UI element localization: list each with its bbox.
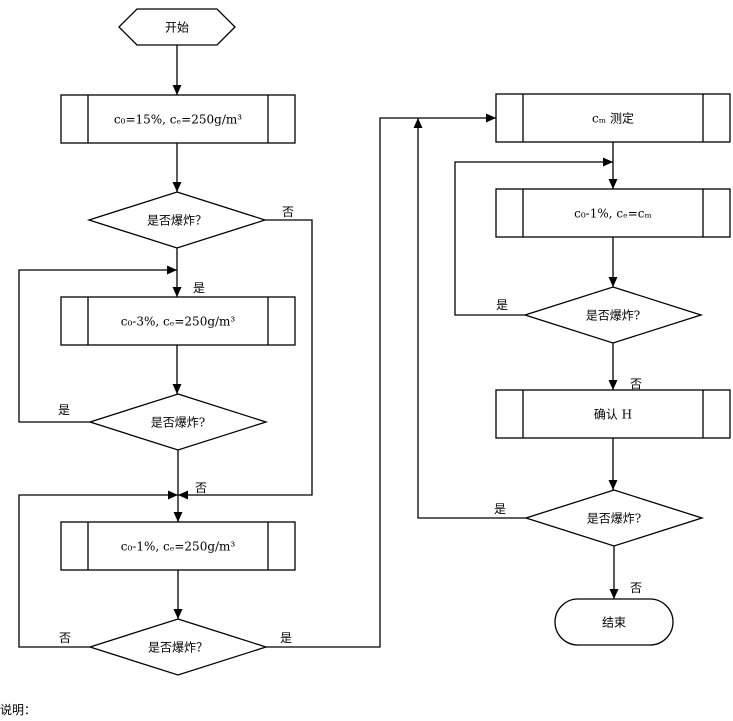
node-label: c₀-3%, cₑ=250g/m³ (121, 315, 236, 329)
node-p5: c₀-1%, cₑ=cₘ (495, 188, 731, 238)
node-d2: 是否爆炸? (87, 393, 269, 451)
terminal-shape (554, 598, 674, 646)
edge-d2-yes-loop (18, 269, 177, 423)
node-label: c₀=15%, cₑ=250g/m³ (114, 113, 242, 127)
decision-diamond (523, 489, 705, 547)
node-p2: c₀-3%, cₑ=250g/m³ (60, 296, 296, 346)
decision-diamond (522, 286, 704, 344)
node-end: 结束 (554, 598, 674, 646)
node-d3: 是否爆炸？ (87, 618, 269, 676)
node-label: 开始 (165, 21, 189, 35)
note-label: 说明： (0, 703, 37, 717)
decision-diamond (87, 393, 269, 451)
edge-p2-d2-arrowhead (172, 384, 182, 394)
edge-d1-no-arrowhead (178, 490, 188, 500)
process-box (60, 296, 296, 346)
node-p3: c₀-1%, cₑ=250g/m³ (60, 521, 296, 571)
node-label: 是否爆炸? (151, 416, 205, 430)
edge-label-d3-yes: 是 (280, 631, 292, 645)
edge-label-d4-no: 否 (630, 377, 642, 391)
node-label: 结束 (602, 616, 626, 630)
edge-p1-d1-arrowhead (172, 182, 182, 192)
node-d5: 是否爆炸? (523, 489, 705, 547)
node-p1: c₀=15%, cₑ=250g/m³ (60, 94, 296, 144)
node-label: 是否爆炸？ (148, 641, 208, 655)
edge-d5-end-arrowhead (609, 589, 619, 599)
edge-d3-yes-arrowhead (486, 113, 496, 123)
edge-d3-no-loop-arrowhead (168, 490, 178, 500)
node-start: 开始 (118, 8, 236, 46)
node-d1: 是否爆炸？ (86, 191, 268, 249)
edge-start-p1-arrowhead (172, 85, 182, 95)
node-label: 确认 H (594, 408, 632, 422)
edge-label-d2-no: 否 (195, 481, 207, 495)
node-p6: 确认 H (495, 389, 731, 439)
node-label: 是否爆炸? (586, 309, 640, 323)
edge-d2-yes-loop-arrowhead (167, 265, 177, 275)
edge-label-d5-yes: 是 (494, 502, 506, 516)
edge-d1-p2-arrowhead (172, 287, 182, 297)
node-d4: 是否爆炸? (522, 286, 704, 344)
edge-p5-d4-arrowhead (608, 277, 618, 287)
edge-label-d2-yes: 是 (58, 403, 70, 417)
process-box (495, 188, 731, 238)
edge-d3-yes (266, 117, 496, 648)
node-label: 是否爆炸？ (147, 214, 207, 228)
hexagon-shape (118, 8, 236, 46)
edge-d4-yes-loop (454, 161, 613, 316)
node-p4: cₘ 测定 (495, 93, 731, 143)
edge-p4-p5-arrowhead (608, 179, 618, 189)
decision-diamond (87, 618, 269, 676)
edge-p6-d5-arrowhead (608, 480, 618, 490)
edge-d5-yes (417, 118, 526, 519)
edge-d5-yes-arrowhead (413, 118, 423, 128)
node-label: 是否爆炸? (587, 512, 641, 526)
edge-d1-no (178, 219, 313, 496)
process-box (495, 389, 731, 439)
edge-p3-d3-arrowhead (173, 609, 183, 619)
edge-d4-p6-arrowhead (608, 380, 618, 390)
edge-label-d1-yes: 是 (193, 281, 205, 295)
node-label: c₀-1%, cₑ=cₘ (574, 207, 652, 221)
edge-label-d1-no: 否 (282, 205, 294, 219)
edge-d2-p3-arrowhead (173, 512, 183, 522)
edge-label-d5-no: 否 (630, 581, 642, 595)
edge-d3-no-loop (18, 494, 178, 648)
edge-label-d4-yes: 是 (496, 298, 508, 312)
node-label: cₘ 测定 (592, 111, 634, 126)
decision-diamond (86, 191, 268, 249)
process-box (60, 521, 296, 571)
process-box (495, 93, 731, 143)
node-label: c₀-1%, cₑ=250g/m³ (121, 540, 236, 554)
edge-label-d3-no: 否 (59, 631, 71, 645)
process-box (60, 94, 296, 144)
edge-d4-yes-loop-arrowhead (603, 157, 613, 167)
